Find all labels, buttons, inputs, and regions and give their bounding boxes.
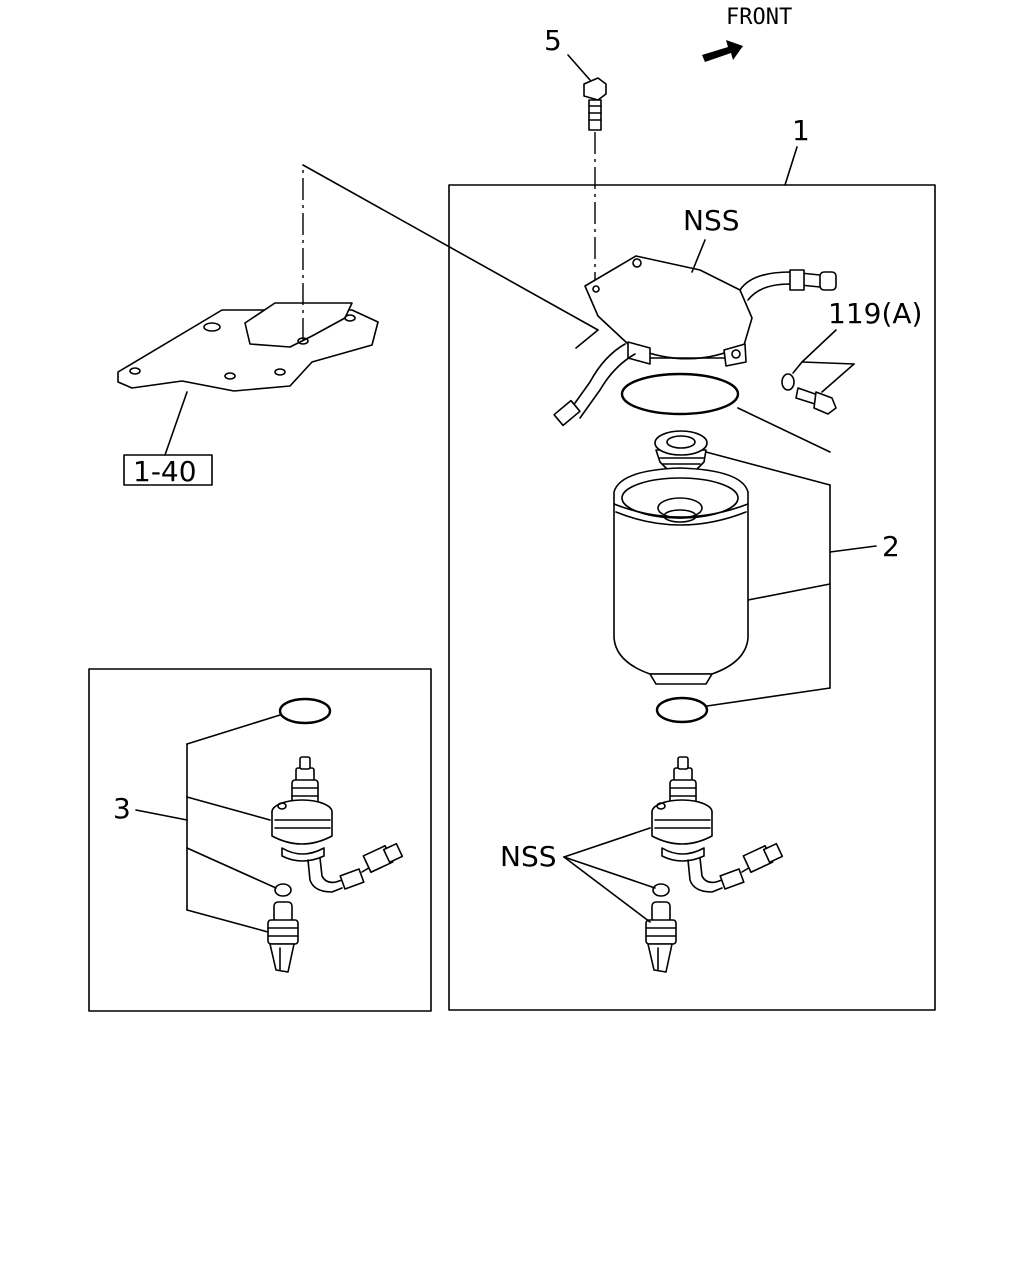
screw-119a-icon [795,387,837,415]
bolt-5-icon [583,77,607,282]
callout-nss-bottom: NSS [500,827,656,923]
callout-2: 2 [705,407,900,707]
assembly-1-frame [448,184,936,1011]
svg-text:2: 2 [882,530,900,563]
callout-1: 1 [784,114,810,186]
callout-5: 5 [544,24,591,81]
inset-frame [88,668,432,1012]
mounting-bracket [117,164,599,392]
front-indicator: FRONT [702,5,792,62]
water-sensor-inset [267,697,404,973]
svg-text:NSS: NSS [500,840,557,873]
callout-3: 3 [113,714,281,933]
callout-nss-top: NSS [683,204,740,273]
callout-1-40: 1-40 [123,391,213,488]
callout-119a: 119(A) [781,297,922,393]
o-ring-small [655,696,709,724]
svg-text:119(A): 119(A) [828,297,922,330]
front-label: FRONT [726,5,792,30]
svg-text:1-40: 1-40 [133,455,197,488]
front-arrow-icon [702,40,743,62]
filter-element [613,467,749,685]
svg-text:NSS: NSS [683,204,740,237]
filter-cap [654,430,708,471]
water-sensor-main [645,756,784,973]
o-ring-large [620,372,740,416]
filter-head [553,255,837,427]
svg-text:1: 1 [792,114,810,147]
svg-text:5: 5 [544,24,562,57]
svg-text:3: 3 [113,792,131,825]
